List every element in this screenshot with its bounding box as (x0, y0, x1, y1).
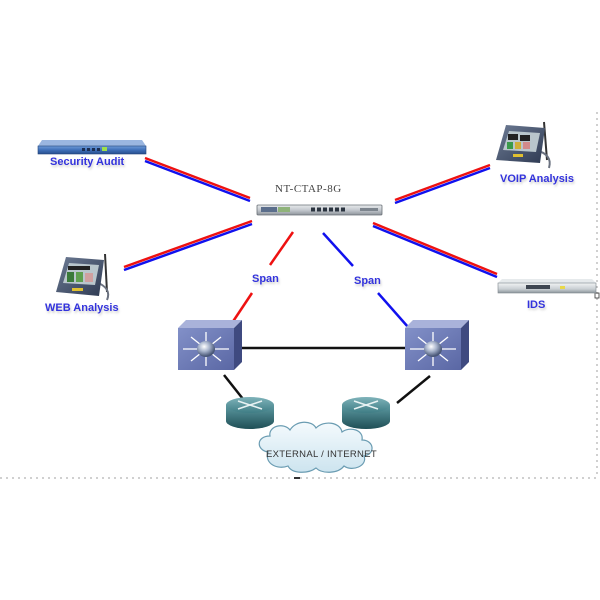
link-right-switch-router (396, 375, 431, 404)
cloud-label: EXTERNAL / INTERNET (266, 449, 377, 460)
span-label-right: Span (354, 275, 381, 287)
link-voip-analysis (394, 163, 491, 205)
central-tap-device[interactable] (256, 204, 383, 216)
switch-left[interactable] (178, 320, 242, 370)
security-audit-device[interactable] (37, 140, 147, 155)
span-label-left: Span (252, 273, 279, 285)
span-link-right (322, 232, 409, 328)
voip-analysis-label: VOIP Analysis (500, 173, 574, 185)
ids-label: IDS (527, 299, 546, 311)
switch-right[interactable] (405, 320, 469, 370)
link-security-audit (144, 156, 251, 203)
voip-analysis-device[interactable] (496, 121, 551, 169)
web-analysis-label: WEB Analysis (45, 302, 119, 314)
router-left[interactable] (226, 397, 274, 429)
ids-device[interactable] (497, 279, 597, 294)
central-device-label: NT-CTAP-8G (275, 183, 342, 195)
security-audit-label: Security Audit (50, 156, 125, 168)
link-left-switch-router (223, 374, 244, 400)
frame-handle-bottom (294, 477, 300, 479)
router-right[interactable] (342, 397, 390, 429)
web-analysis-device[interactable] (56, 253, 110, 301)
link-web-analysis (123, 219, 253, 272)
internet-cloud[interactable] (258, 421, 373, 473)
link-ids (372, 221, 498, 279)
frame-handle-right (594, 292, 600, 299)
